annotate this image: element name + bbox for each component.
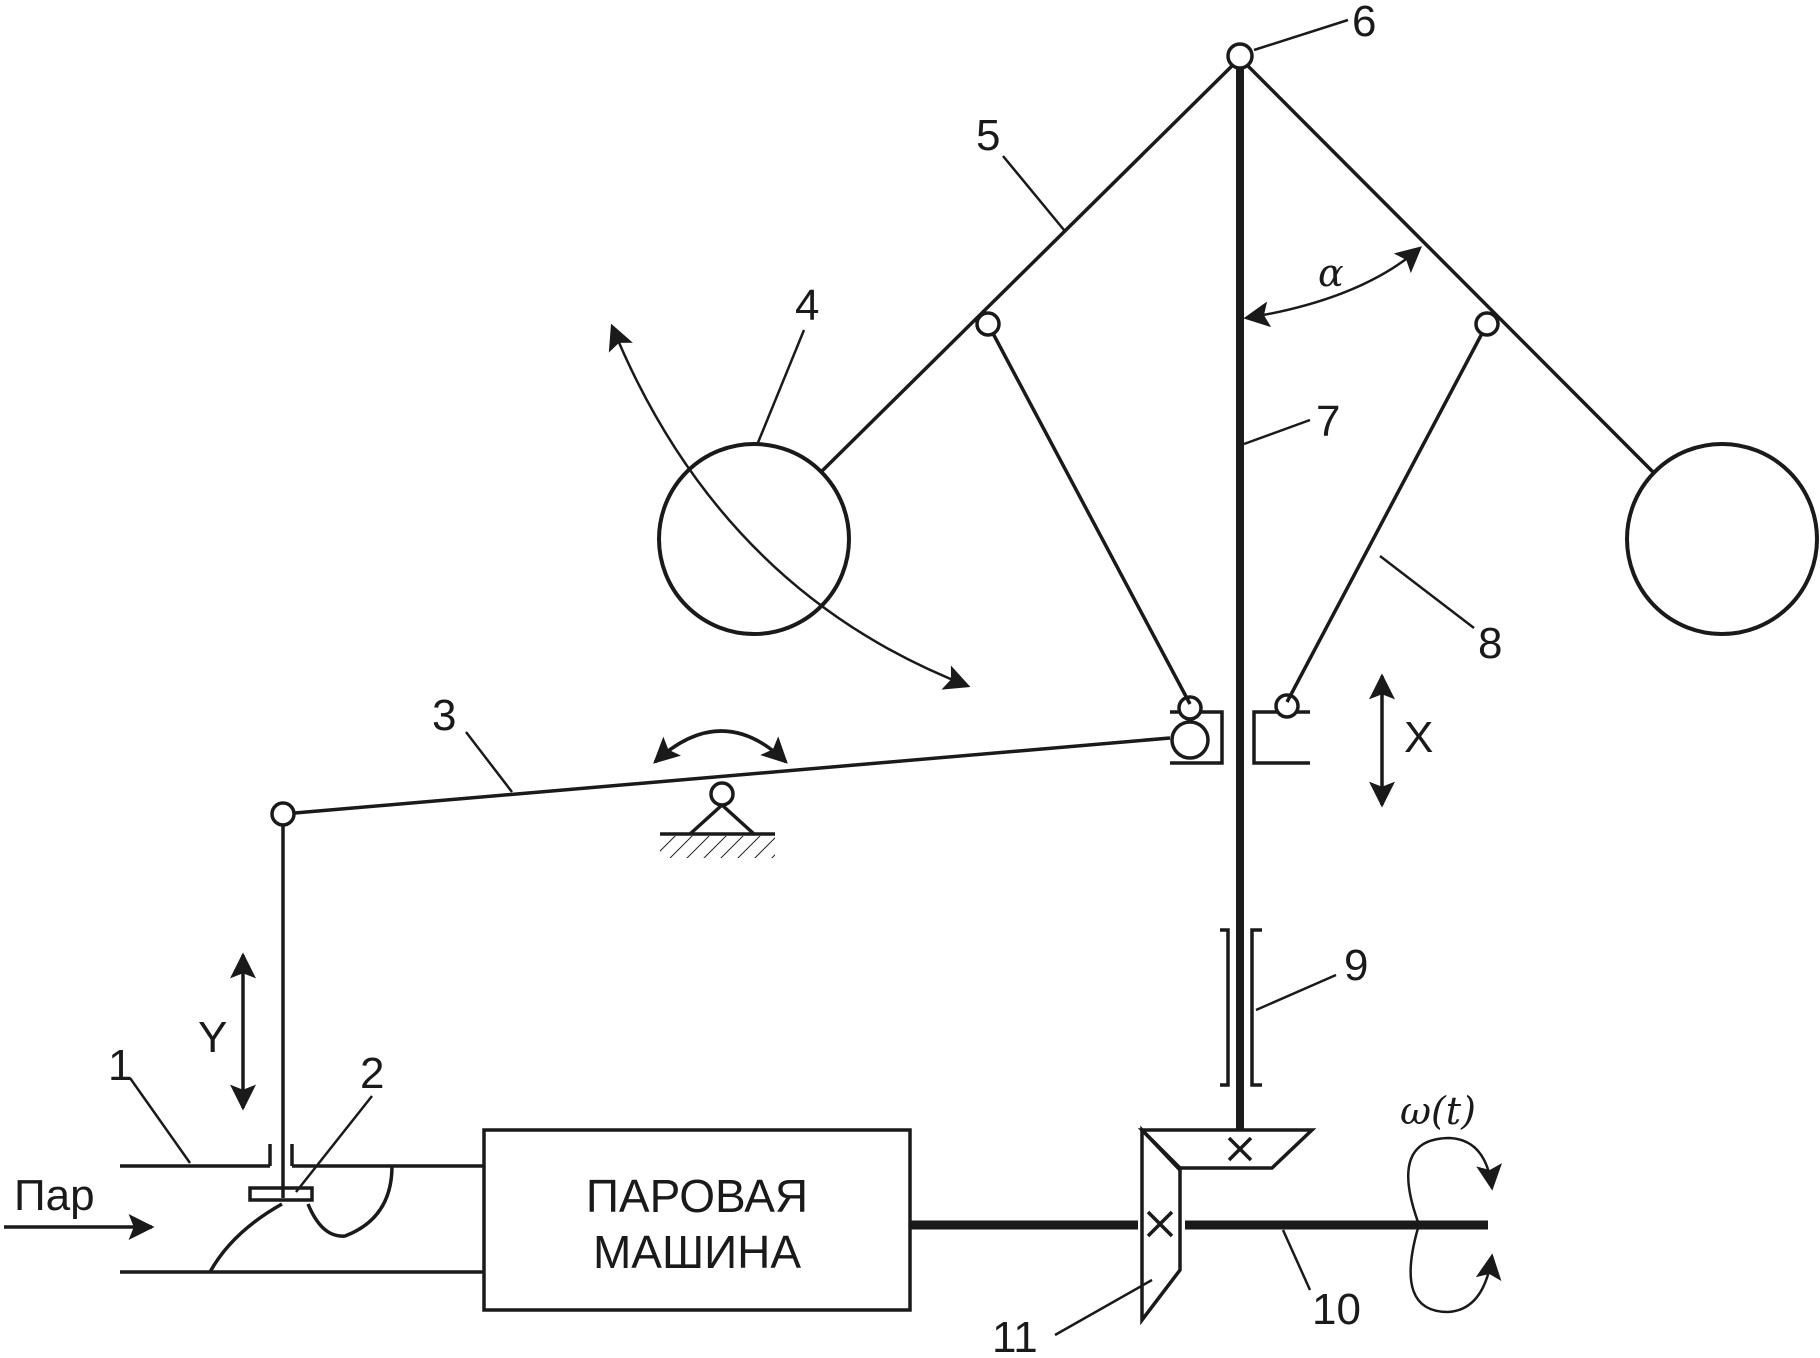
label-8: 8 xyxy=(1478,619,1502,668)
label-5: 5 xyxy=(976,111,1000,160)
label-omega: ω(t) xyxy=(1400,1089,1476,1133)
left-arm xyxy=(818,56,1242,475)
label-2: 2 xyxy=(360,1049,384,1098)
flyball-swing-arrow xyxy=(608,323,971,690)
label-9: 9 xyxy=(1344,941,1368,990)
right-flyball xyxy=(1625,442,1819,636)
lever xyxy=(282,736,1171,816)
fulcrum-support xyxy=(660,781,775,858)
left-arm-link-joint xyxy=(975,311,1001,337)
governor-sleeve xyxy=(1170,693,1310,765)
lever-rod-joint xyxy=(270,801,296,827)
right-link xyxy=(1285,323,1489,703)
valve-stem-guide xyxy=(268,1144,294,1166)
leader-lines xyxy=(128,18,1475,1337)
label-steam: Пар xyxy=(14,1171,95,1220)
throttle-valve xyxy=(248,1186,314,1202)
steam-engine: ПАРОВАЯ МАШИНА xyxy=(482,1128,912,1312)
label-1: 1 xyxy=(108,1041,132,1090)
bevel-gear-horizontal xyxy=(1137,1128,1317,1170)
label-7: 7 xyxy=(1316,397,1340,446)
right-arm-link-joint xyxy=(1474,311,1500,337)
engine-label-line2: МАШИНА xyxy=(593,1226,801,1278)
steam-pipe xyxy=(120,1164,484,1274)
label-y: Y xyxy=(198,1013,227,1062)
label-4: 4 xyxy=(795,281,819,330)
lever-swing-arrow xyxy=(653,729,788,764)
label-3: 3 xyxy=(432,691,456,740)
label-11: 11 xyxy=(992,1313,1038,1358)
bevel-gear-vertical xyxy=(1140,1125,1182,1326)
top-pivot xyxy=(1226,42,1254,70)
label-6: 6 xyxy=(1352,0,1376,46)
alpha-angle-arrow xyxy=(1243,246,1422,328)
engine-label-line1: ПАРОВАЯ xyxy=(586,1170,808,1222)
omega-rotation-arrow-top xyxy=(1406,1136,1502,1223)
omega-rotation-arrow-bottom xyxy=(1409,1227,1502,1314)
label-10: 10 xyxy=(1312,1285,1361,1334)
spindle-bearing xyxy=(1220,928,1262,1087)
left-link xyxy=(986,323,1192,705)
right-arm xyxy=(1238,56,1656,475)
label-x: X xyxy=(1404,713,1433,762)
label-alpha: α xyxy=(1318,251,1344,295)
